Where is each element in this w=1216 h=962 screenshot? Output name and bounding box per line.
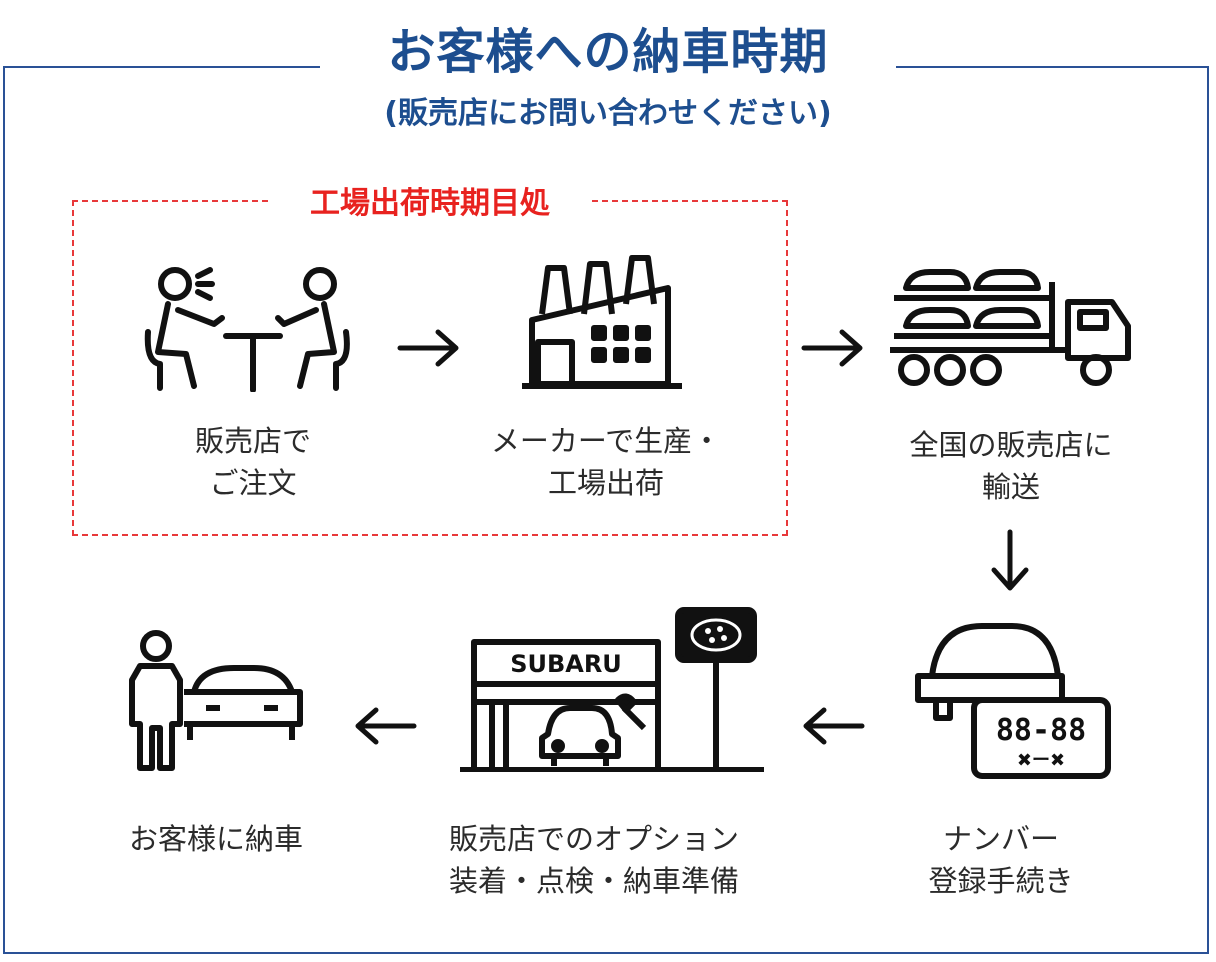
- dealership-sign-text: SUBARU: [510, 650, 622, 678]
- arrow-left-2: [355, 707, 417, 745]
- step-factory-label: メーカーで生産・ 工場出荷: [490, 424, 722, 500]
- plate-number: 88-88: [996, 713, 1086, 748]
- step-transport-label: 全国の販売店に 輸送: [909, 428, 1113, 504]
- arrow-right-2: [801, 329, 863, 367]
- factory-icon: [522, 255, 682, 389]
- factory-window-label: 工場出荷時期目処: [268, 178, 592, 222]
- diagram-subtitle: (販売店にお問い合わせください): [384, 96, 832, 131]
- arrow-left-1: [803, 707, 865, 745]
- step-delivery-label: お客様に納車: [128, 822, 303, 856]
- plate-sub: ✖ー✖: [1017, 750, 1065, 771]
- step-registration-label: ナンバー 登録手続き: [928, 822, 1074, 898]
- arrow-down: [991, 529, 1029, 591]
- dealership-icon: SUBARU: [460, 607, 764, 772]
- license-plate-car-icon: 88-88 ✖ー✖: [915, 623, 1111, 779]
- meeting-icon: [144, 267, 350, 392]
- car-carrier-truck-icon: [890, 269, 1131, 386]
- arrow-right-1: [397, 329, 459, 367]
- customer-car-icon: [129, 630, 303, 771]
- step-order-label: 販売店で ご注文: [194, 424, 311, 500]
- step-preparation-label: 販売店でのオプション 装着・点検・納車準備: [448, 822, 739, 898]
- diagram-title: お客様への納車時期: [387, 24, 829, 80]
